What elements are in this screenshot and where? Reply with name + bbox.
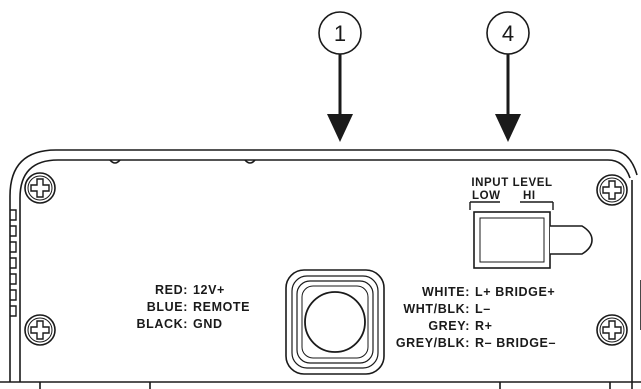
switch-lever-icon[interactable]: [550, 225, 593, 255]
amplifier-panel: [0, 149, 641, 389]
callout-4: 4: [486, 11, 530, 142]
arrow-down-icon: [495, 114, 521, 142]
screw-bottom-right-icon: [596, 314, 628, 346]
power-wire-function: 12V+: [193, 283, 225, 297]
speaker-wire-function: R– BRIDGE–: [475, 336, 556, 350]
callout-4-number: 4: [502, 21, 514, 46]
input-level-switch[interactable]: [469, 201, 593, 269]
power-wire-color: BLUE:: [147, 300, 188, 314]
power-wire-labels: RED: 12V+ BLUE: REMOTE BLACK: GND: [136, 283, 250, 331]
screw-top-left-icon: [24, 172, 56, 204]
arrow-down-icon: [327, 114, 353, 142]
speaker-wire-function: L+ BRIDGE+: [475, 285, 555, 299]
speaker-wire-labels: WHITE: L+ BRIDGE+ WHT/BLK: L– GREY: R+ G…: [396, 285, 556, 350]
input-level-hi-label: HI: [523, 190, 536, 202]
speaker-wire-color: GREY/BLK:: [396, 336, 470, 350]
power-wire-color: BLACK:: [136, 317, 188, 331]
screw-top-right-icon: [596, 174, 628, 206]
input-level-low-label: LOW: [472, 190, 501, 202]
power-wire-function: REMOTE: [193, 300, 250, 314]
speaker-wire-color: WHT/BLK:: [403, 302, 470, 316]
screw-bottom-left-icon: [24, 314, 56, 346]
input-level-title: INPUT LEVEL: [471, 177, 552, 189]
power-wire-color: RED:: [155, 283, 188, 297]
speaker-wire-function: L–: [475, 302, 491, 316]
heat-sink-fins: [10, 209, 17, 317]
power-wire-function: GND: [193, 317, 223, 331]
callout-1: 1: [318, 11, 362, 142]
speaker-wire-color: GREY:: [428, 319, 470, 333]
callout-1-number: 1: [334, 21, 346, 46]
speaker-wire-function: R+: [475, 319, 493, 333]
speaker-wire-color: WHITE:: [422, 285, 470, 299]
wire-harness-grommet: [285, 269, 385, 375]
